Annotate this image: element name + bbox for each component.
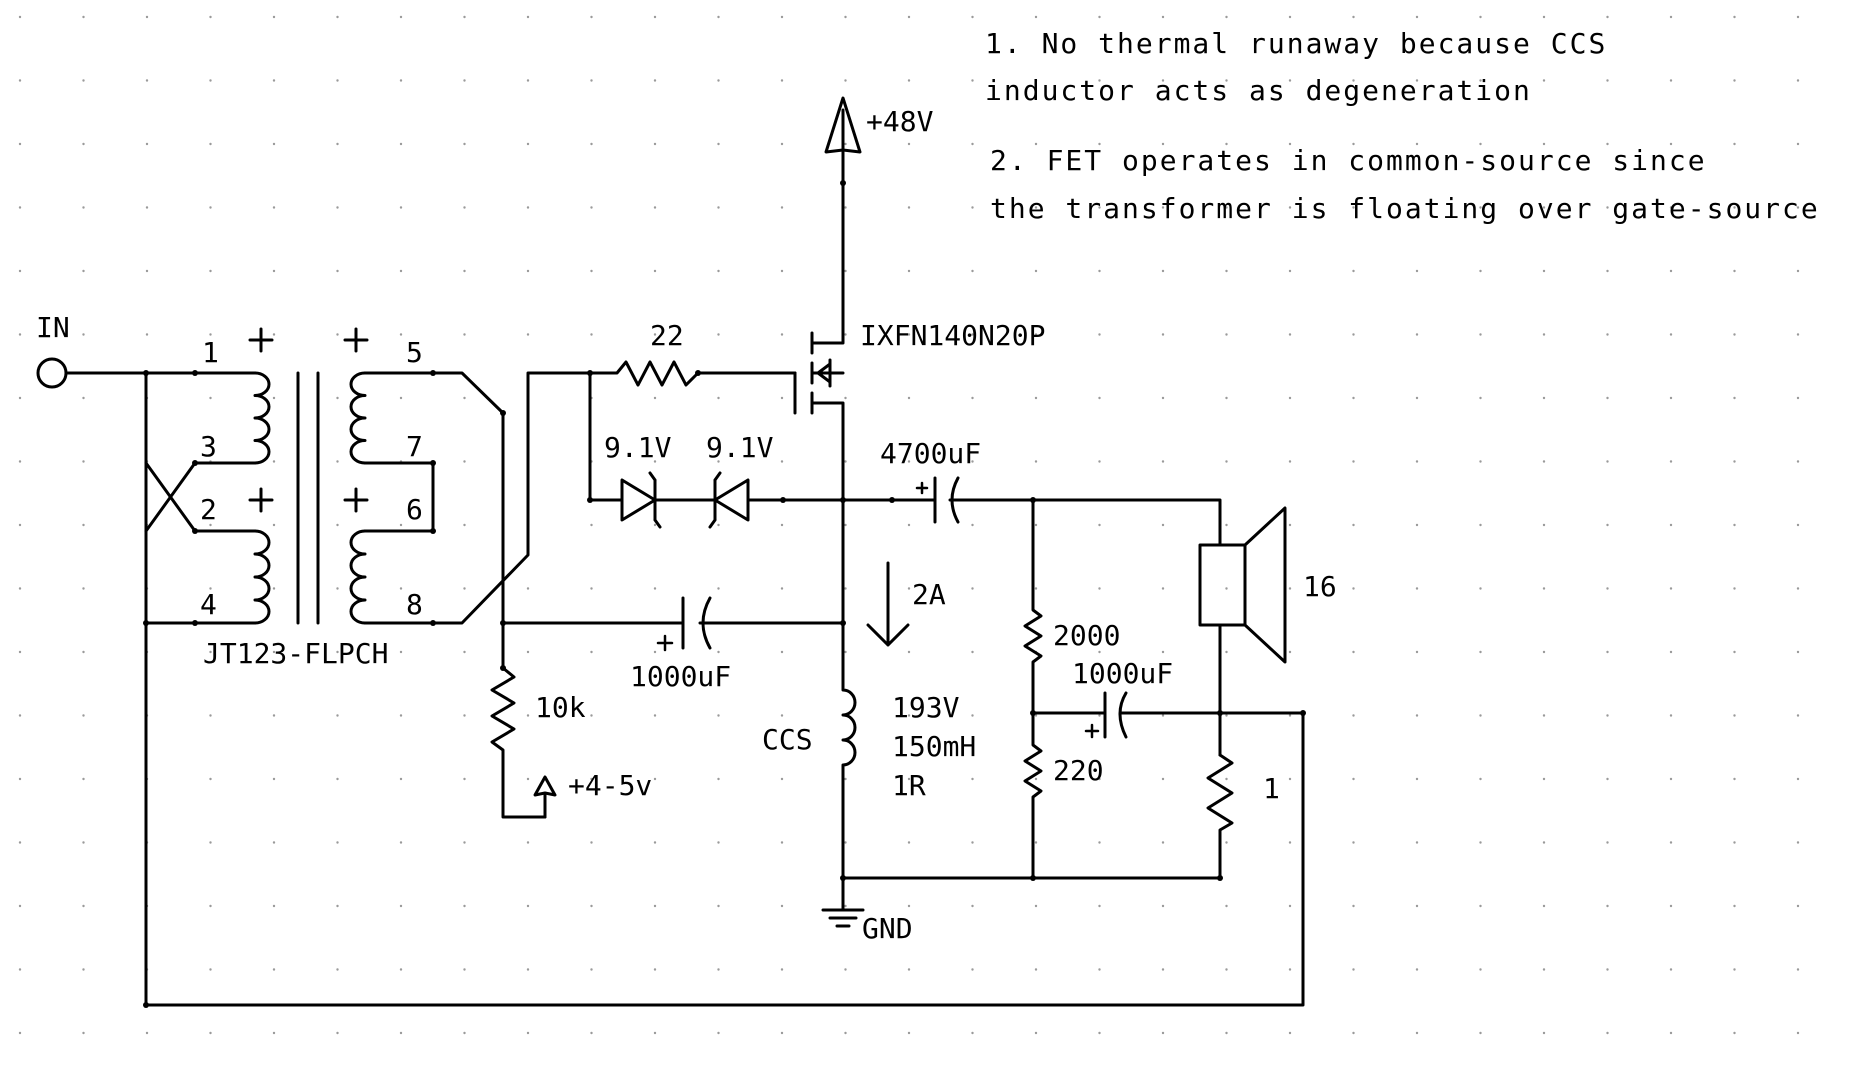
supply-48v: +48V (824, 96, 934, 154)
primary-winding-top (253, 371, 271, 465)
bias-supply-label: +4-5v (568, 769, 652, 802)
pin-6-label: 6 (406, 493, 423, 526)
gate-resistor-label: 22 (650, 319, 684, 352)
inductor-value-label: 150mH (892, 730, 976, 763)
junction-dots (143, 180, 1306, 1008)
sense-resistor: 1 (1206, 753, 1280, 852)
notes: 1. No thermal runaway because CCS induct… (985, 27, 1820, 225)
mosfet: IXFN140N20P (793, 108, 1045, 625)
note-2-line-2: the transformer is floating over gate-so… (990, 192, 1820, 225)
ccs-label: CCS (762, 723, 813, 756)
pin-3-label: 3 (200, 430, 217, 463)
primary-winding-bottom (253, 529, 271, 625)
pin-4-label: 4 (200, 588, 217, 621)
input-terminal: IN (36, 311, 197, 389)
pin-1-label: 1 (202, 336, 219, 369)
transformer-core (296, 371, 320, 625)
note-1-line-2: inductor acts as degeneration (985, 74, 1532, 107)
speaker: 16 (1198, 506, 1337, 757)
secondary-winding-top (349, 371, 367, 465)
primary-wiring (144, 371, 1305, 1007)
divider-top-label: 2000 (1053, 619, 1120, 652)
bias-network: 10k +4-5v (490, 621, 652, 819)
secondary-wiring (363, 371, 845, 625)
pin-5-label: 5 (406, 336, 423, 369)
note-1-line-1: 1. No thermal runaway because CCS (985, 27, 1607, 60)
inductor-resistance-label: 1R (892, 769, 926, 802)
zener-2-label: 9.1V (706, 431, 774, 464)
note-2-line-1: 2. FET operates in common-source since (990, 144, 1707, 177)
polarity-plus-marks (248, 327, 369, 513)
bias-resistor-label: 10k (535, 691, 586, 724)
input-label: IN (36, 311, 70, 344)
cap-output-label: 4700uF (880, 437, 981, 470)
fet-label: IXFN140N20P (860, 319, 1045, 352)
secondary-winding-bottom (349, 529, 367, 625)
ground: GND (821, 848, 1222, 945)
current-label: 2A (912, 578, 946, 611)
gate-resistor: 22 (588, 319, 797, 387)
transformer-label: JT123-FLPCH (203, 637, 388, 670)
supply-label: +48V (866, 105, 934, 138)
zener-diodes: 9.1V 9.1V (588, 371, 922, 529)
zener-1-label: 9.1V (604, 431, 672, 464)
current-arrow: 2A (866, 561, 946, 647)
pin-7-label: 7 (406, 430, 423, 463)
cap-bypass-label: 1000uF (630, 660, 731, 693)
divider-bottom-label: 220 (1053, 754, 1104, 787)
sense-resistor-label: 1 (1263, 772, 1280, 805)
inductor-voltage-label: 193V (892, 691, 960, 724)
feedback-capacitor: 1000uF (1072, 657, 1305, 739)
transformer: 1 3 2 4 5 7 6 8 JT123-FLPCH (200, 327, 423, 670)
pin-8-label: 8 (406, 588, 423, 621)
speaker-label: 16 (1303, 570, 1337, 603)
ground-label: GND (862, 912, 913, 945)
cap-feedback-label: 1000uF (1072, 657, 1173, 690)
zener-2 (708, 471, 750, 529)
ccs-inductor: CCS 193V 150mH 1R (762, 621, 976, 880)
output-capacitor: 4700uF (880, 437, 1222, 547)
bypass-capacitor: 1000uF (630, 596, 731, 693)
pin-2-label: 2 (200, 493, 217, 526)
divider: 2000 220 (1023, 498, 1120, 880)
